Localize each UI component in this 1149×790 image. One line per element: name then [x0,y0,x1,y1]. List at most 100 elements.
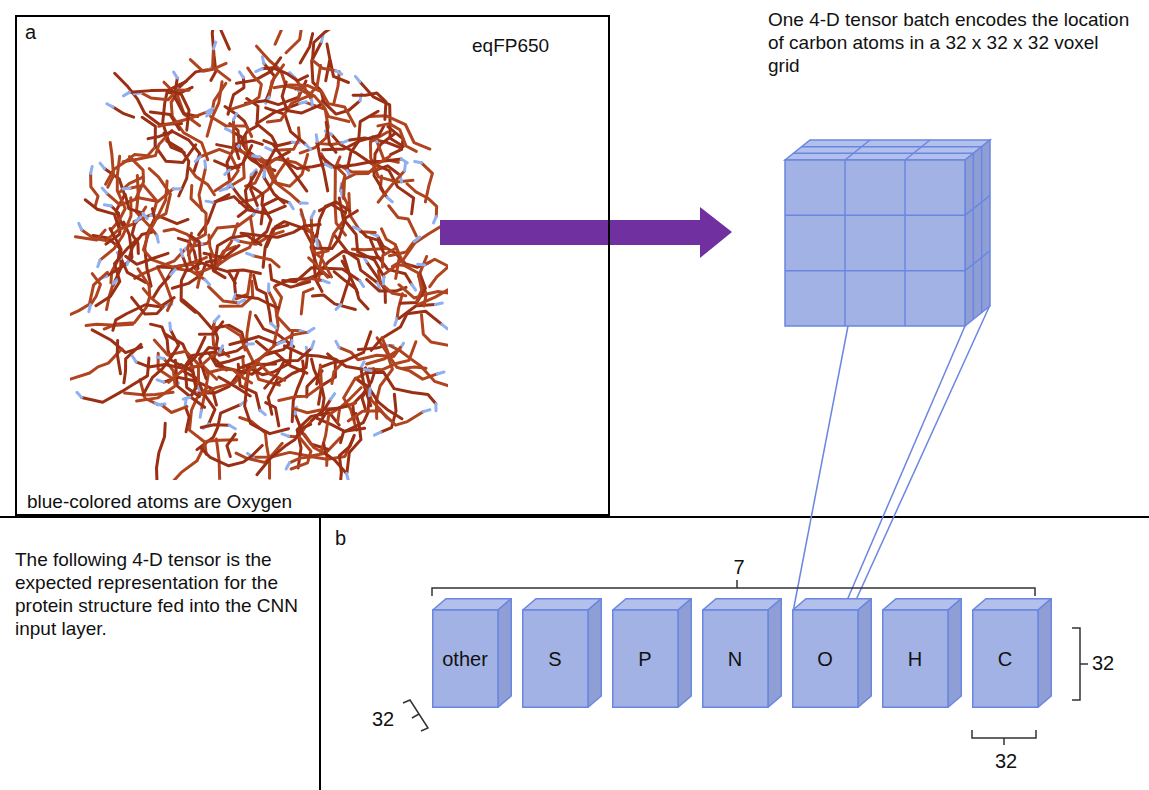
oxygen-atom [361,362,364,368]
bond-stick [378,124,416,152]
bond-stick [265,348,312,388]
oxygen-atom [200,410,201,417]
oxygen-atom [157,235,158,242]
bond-stick [270,30,283,44]
oxygen-atom [239,72,243,78]
bond-stick [167,141,189,196]
oxygen-atom [203,161,207,168]
bond-stick [232,120,236,152]
oxygen-atom [336,71,342,74]
bond-stick [382,338,437,379]
cube-face [858,599,871,708]
oxygen-atom [282,434,289,436]
oxygen-atom [346,473,348,480]
caption-note: One 4-D tensor batch encodes the locatio… [768,8,1133,77]
bond-stick [113,298,174,331]
voxel-face [785,160,965,326]
bond-stick [230,68,261,110]
voxel-face [965,140,990,326]
channel-label: N [728,648,742,671]
bond-stick [264,177,284,203]
bond-stick [113,107,134,117]
bond-stick [138,269,163,307]
panel-note: blue-colored atoms are Oxygen [27,491,292,513]
bond-stick [213,49,230,81]
oxygen-atom [225,129,231,132]
oxygen-atom [135,217,140,222]
bond-stick [353,93,386,119]
voxel-grid-line [785,270,965,272]
oxygen-atom [195,157,200,162]
voxel-grid-line [793,153,973,155]
oxygen-atom [79,223,82,229]
oxygen-atom [323,280,330,282]
oxygen-atom [98,260,100,267]
bond-stick [324,444,347,474]
cube-face [948,599,961,708]
oxygen-atom [168,323,172,330]
oxygen-atom [183,397,190,399]
bond-stick [227,434,235,456]
oxygen-atom [300,202,307,205]
oxygen-atom [262,57,264,64]
bracket [1072,628,1088,700]
cube-face [523,610,588,707]
bond-stick [286,30,302,53]
bond-stick [82,358,149,402]
bond-stick [136,337,205,368]
oxygen-atom [123,92,129,96]
channel-cube: P [612,598,692,708]
oxygen-atom [387,197,392,202]
bond-stick [233,187,254,210]
bond-stick [137,189,173,202]
channel-label: P [638,648,651,671]
oxygen-atom [360,281,364,287]
cube-face [613,610,678,707]
bond-stick [241,225,320,238]
bond-stick [229,270,261,274]
bond-stick [347,111,378,170]
cube-face [678,599,691,708]
cube-face [793,610,858,707]
panel-divider [319,517,321,790]
bond-stick [266,403,279,426]
bond-stick [96,239,137,306]
oxygen-atom [132,356,136,362]
oxygen-atom [174,72,178,78]
oxygen-atom [206,201,213,202]
oxygen-atom [364,369,371,370]
oxygen-atom [213,42,215,49]
oxygen-atom [107,104,113,107]
oxygen-atom [123,187,130,191]
oxygen-atom [286,463,289,469]
oxygen-atom [225,170,230,175]
oxygen-atom [336,341,339,347]
oxygen-atom [382,277,386,284]
oxygen-atom [207,109,213,113]
voxel-grid-line [785,215,965,217]
oxygen-atom [205,279,210,284]
bond-stick [296,85,355,125]
oxygen-atom [233,294,235,301]
oxygen-atom [77,392,82,397]
bond-stick [190,168,215,194]
bond-stick [148,131,200,171]
oxygen-atom [171,270,176,275]
bond-stick [389,206,417,236]
bracket [403,700,428,731]
bond-stick [326,122,336,152]
oxygen-atom [306,145,311,150]
oxygen-atom [102,188,107,193]
oxygen-atom [300,102,307,104]
channel-cube: H [882,598,962,708]
bond-stick [301,289,313,314]
bond-stick [70,272,107,317]
channel-cube: O [792,598,872,708]
oxygen-atom [325,164,331,167]
bond-stick [200,445,262,465]
bond-stick [319,406,347,424]
bond-stick [70,349,122,390]
cube-face [1038,599,1051,708]
bond-stick [209,287,239,303]
bond-stick [273,145,325,169]
